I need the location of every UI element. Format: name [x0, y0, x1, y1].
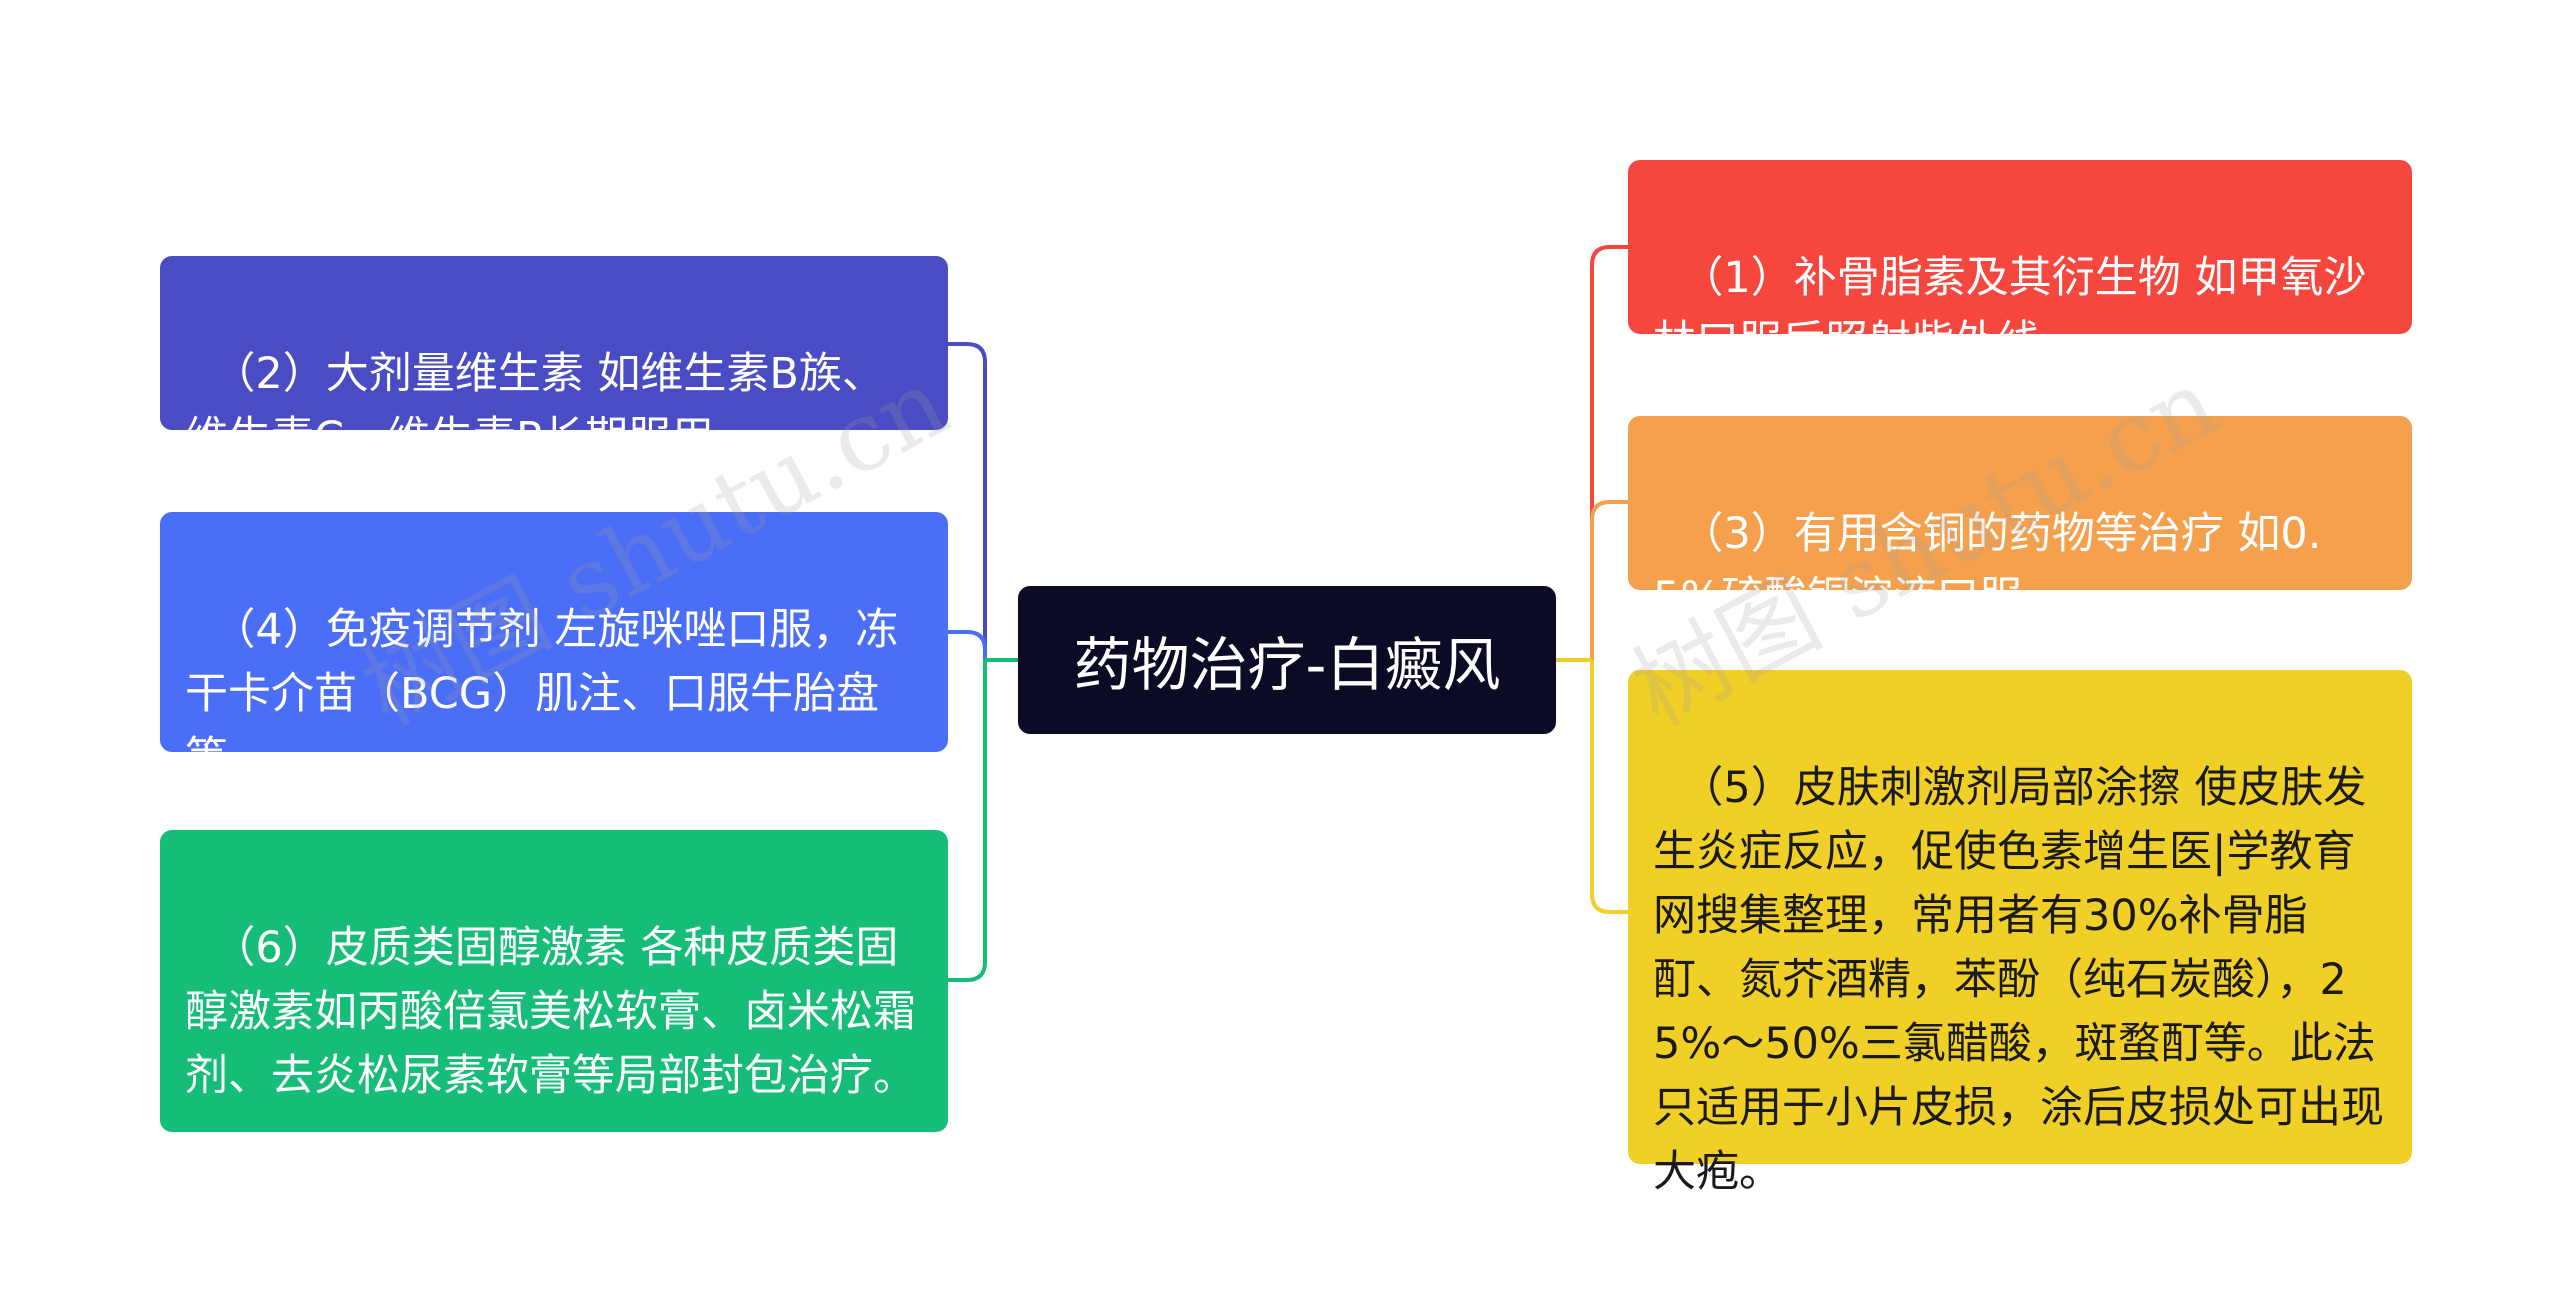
- node-3-text: （3）有用含铜的药物等治疗 如0.5%硫酸铜溶液口服。: [1653, 509, 2322, 623]
- node-6-text: （6）皮质类固醇激素 各种皮质类固醇激素如丙酸倍氯美松软膏、卤米松霜剂、去炎松尿…: [185, 923, 916, 1101]
- root-label: 药物治疗-白癜风: [1073, 631, 1501, 699]
- connector-n2: [948, 342, 1018, 662]
- connector-n1: [1556, 245, 1628, 662]
- node-2-text: （2）大剂量维生素 如维生素B族、维生素C、维生素P长期服用。: [185, 349, 885, 463]
- node-5-text: （5）皮肤刺激剂局部涂擦 使皮肤发生炎症反应，促使色素增生医|学教育网搜集整理，…: [1653, 763, 2384, 1197]
- connector-n6: [948, 660, 987, 982]
- node-5[interactable]: （5）皮肤刺激剂局部涂擦 使皮肤发生炎症反应，促使色素增生医|学教育网搜集整理，…: [1628, 670, 2412, 1197]
- node-6[interactable]: （6）皮质类固醇激素 各种皮质类固醇激素如丙酸倍氯美松软膏、卤米松霜剂、去炎松尿…: [160, 830, 948, 1132]
- node-1-text: （1）补骨脂素及其衍生物 如甲氧沙林口服后照射紫外线。: [1653, 253, 2367, 367]
- node-4[interactable]: （4）免疫调节剂 左旋咪唑口服，冻干卡介苗（BCG）肌注、口服牛胎盘等。: [160, 512, 948, 783]
- node-3[interactable]: （3）有用含铜的药物等治疗 如0.5%硫酸铜溶液口服。: [1628, 416, 2412, 623]
- connector-n3: [1590, 500, 1628, 660]
- node-2[interactable]: （2）大剂量维生素 如维生素B族、维生素C、维生素P长期服用。: [160, 256, 948, 463]
- node-4-text: （4）免疫调节剂 左旋咪唑口服，冻干卡介苗（BCG）肌注、口服牛胎盘等。: [185, 605, 899, 783]
- connector-n4: [948, 630, 987, 660]
- root-node[interactable]: 药物治疗-白癜风: [1018, 586, 1556, 734]
- node-1[interactable]: （1）补骨脂素及其衍生物 如甲氧沙林口服后照射紫外线。: [1628, 160, 2412, 367]
- connector-n5: [1590, 660, 1628, 914]
